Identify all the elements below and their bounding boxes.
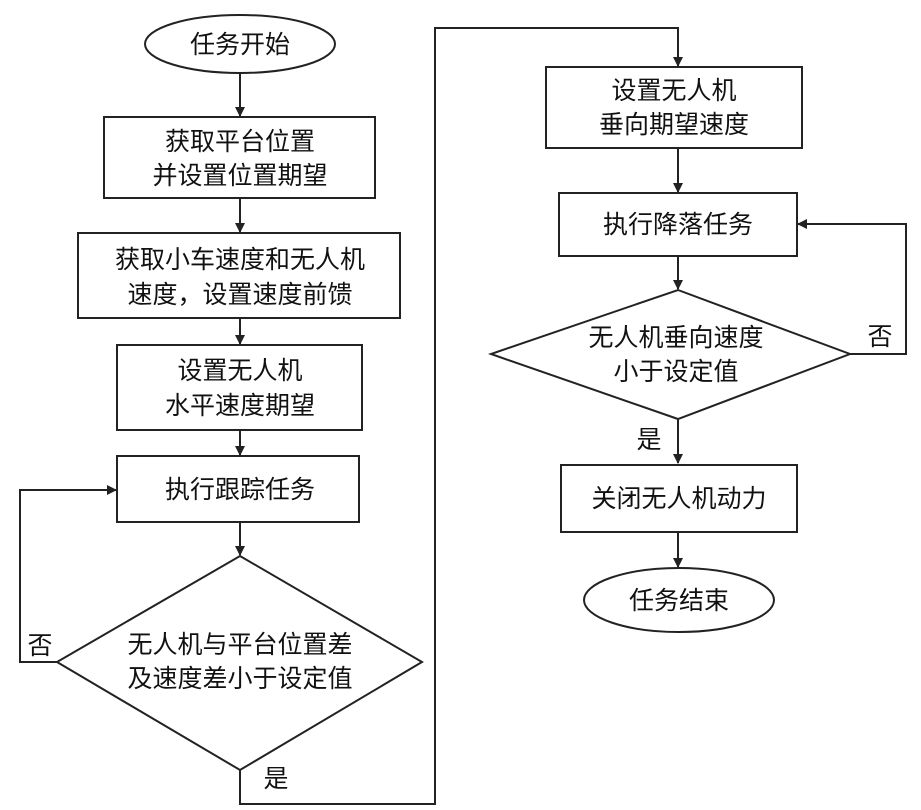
get-platform-line-1: 获取平台位置 [165, 127, 315, 156]
shutdown-label: 关闭无人机动力 [591, 484, 766, 513]
loop-tracking-no [19, 485, 117, 663]
end-node: 任务结束 [583, 567, 775, 633]
get-speed-line-2: 速度，设置速度前馈 [127, 280, 352, 309]
check-landing-diamond [487, 288, 853, 421]
set-vertical-line-1: 设置无人机 [611, 76, 736, 105]
landing-box [558, 192, 798, 257]
loop-landing-no [797, 219, 907, 355]
tracking-label: 执行跟踪任务 [165, 475, 315, 504]
start-label: 任务开始 [190, 30, 290, 59]
check-landing-line-1: 无人机垂向速度 [588, 323, 763, 352]
check-tracking-line-2: 及速度差小于设定值 [127, 664, 352, 693]
tracking-box [116, 455, 360, 523]
check-tracking-node: 无人机与平台位置差 及速度差小于设定值 [55, 554, 424, 772]
set-horizontal-node: 设置无人机 水平速度期望 [116, 344, 363, 431]
get-platform-box [103, 116, 376, 199]
get-speed-box [77, 232, 401, 319]
set-vertical-line-2: 垂向期望速度 [599, 110, 749, 139]
set-vertical-node: 设置无人机 垂向期望速度 [545, 66, 803, 149]
get-speed-node: 获取小车速度和无人机 速度，设置速度前馈 [77, 232, 401, 319]
start-node: 任务开始 [144, 14, 336, 74]
tracking-yes-label: 是 [263, 764, 288, 793]
get-speed-line-1: 获取小车速度和无人机 [115, 245, 365, 274]
check-tracking-line-1: 无人机与平台位置差 [127, 630, 352, 659]
end-terminator [583, 567, 775, 633]
tracking-node: 执行跟踪任务 [116, 455, 360, 523]
landing-node: 执行降落任务 [558, 192, 798, 257]
landing-no-label: 否 [867, 322, 892, 351]
start-terminator [144, 14, 336, 74]
check-tracking-diamond [55, 554, 424, 772]
landing-yes-label: 是 [636, 425, 661, 454]
set-horizontal-line-2: 水平速度期望 [165, 391, 315, 420]
tracking-no-label: 否 [27, 631, 52, 660]
arrow-tracking-yes [239, 27, 683, 805]
get-platform-line-2: 并设置位置期望 [152, 161, 327, 190]
connectors [19, 27, 907, 805]
check-landing-line-2: 小于设定值 [613, 357, 738, 386]
end-label: 任务结束 [629, 586, 729, 615]
shutdown-node: 关闭无人机动力 [560, 464, 798, 533]
set-horizontal-box [116, 344, 363, 431]
get-platform-node: 获取平台位置 并设置位置期望 [103, 116, 376, 199]
check-landing-node: 无人机垂向速度 小于设定值 [487, 288, 853, 421]
set-vertical-box [545, 66, 803, 149]
set-horizontal-line-1: 设置无人机 [177, 356, 302, 385]
shutdown-box [560, 464, 798, 533]
landing-label: 执行降落任务 [603, 210, 753, 239]
